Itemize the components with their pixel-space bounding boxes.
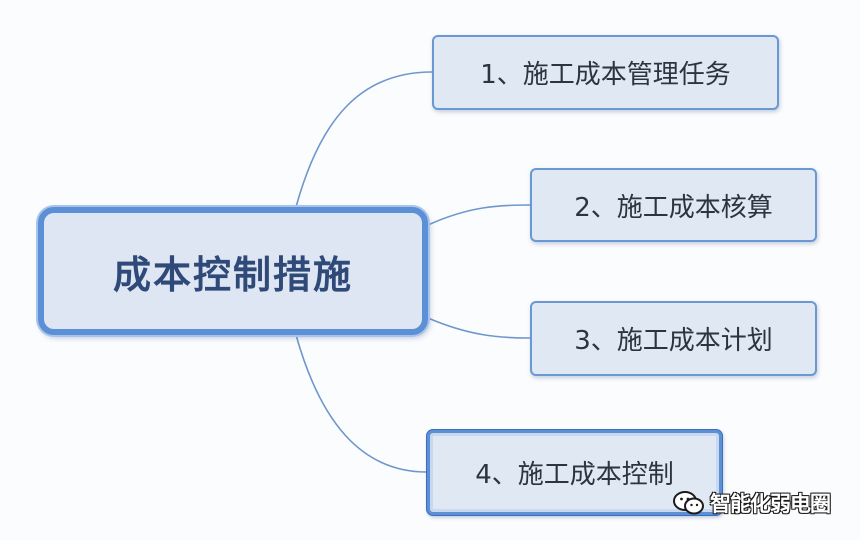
watermark-text: 智能化弱电圈 [710,492,831,516]
watermark: 智能化弱电圈 [672,488,831,518]
connector-2 [427,204,531,226]
connector-3 [427,317,531,339]
wechat-icon [673,491,704,515]
branch-topic-3[interactable]: 3、施工成本计划 [530,301,817,376]
connector-4 [295,334,428,473]
branch-topic-label: 2、施工成本核算 [574,192,773,223]
branch-topic-label: 4、施工成本控制 [475,460,674,490]
branch-topic-1[interactable]: 1、施工成本管理任务 [432,35,779,110]
branch-topic-label: 3、施工成本计划 [574,326,773,356]
central-topic-label: 成本控制措施 [112,252,353,297]
connector-1 [295,71,433,208]
branch-topic-label: 1、施工成本管理任务 [480,60,731,90]
branch-topic-4-selected[interactable]: 4、施工成本控制 [427,430,722,515]
central-topic[interactable]: 成本控制措施 [38,207,428,335]
branch-topic-2[interactable]: 2、施工成本核算 [530,168,817,242]
